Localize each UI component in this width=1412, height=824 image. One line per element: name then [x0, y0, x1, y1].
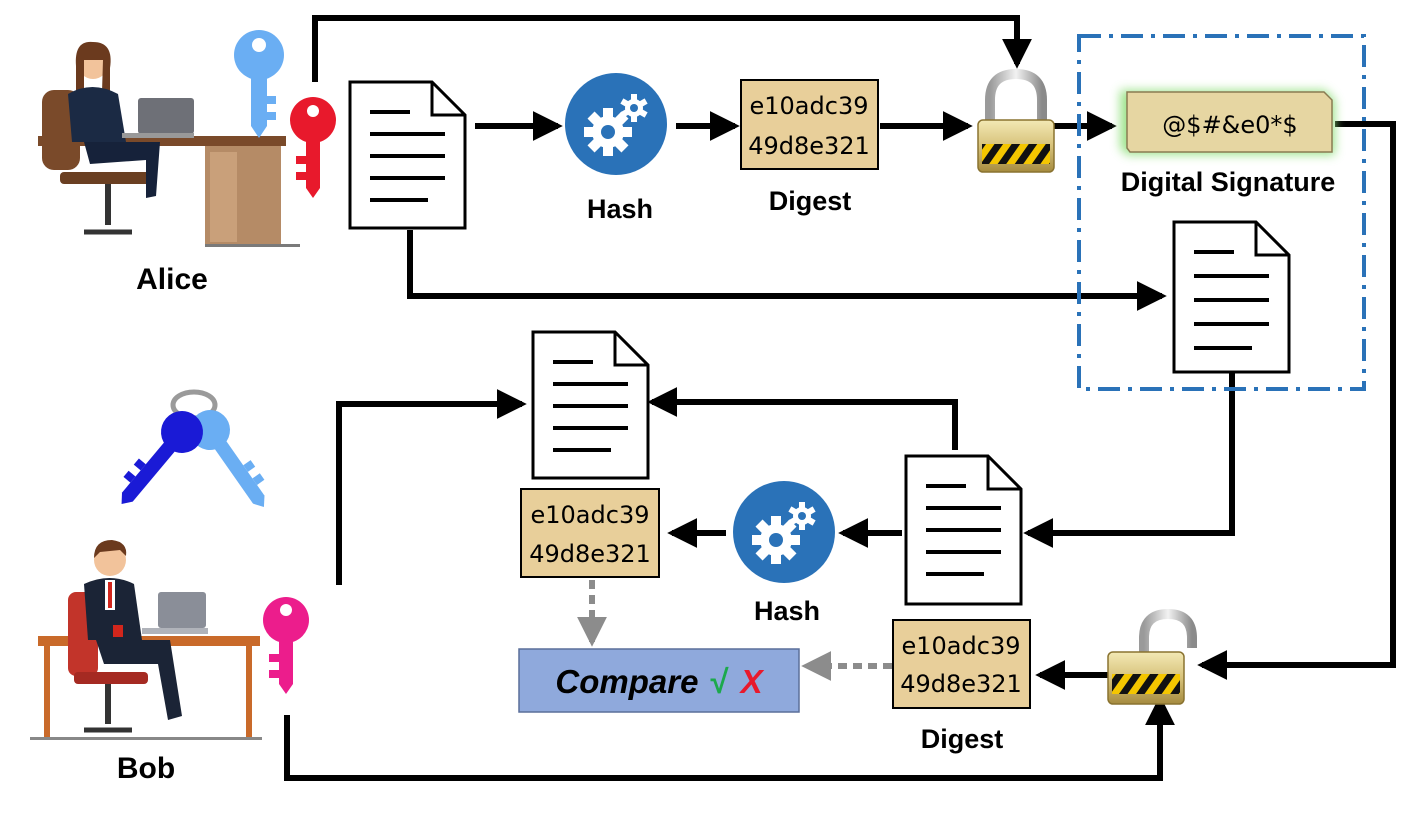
- arrow-doc-to-signed-doc: [407, 230, 1167, 311]
- digest-decrypted-line2: 49d8e321: [900, 670, 1022, 698]
- alice-figure: [38, 41, 300, 247]
- svg-text:Compare√X: Compare √ X: [555, 663, 764, 700]
- bob-keyring-icon: [121, 389, 265, 508]
- digest-top-line1: e10adc39: [750, 92, 869, 120]
- digest-box-top: e10adc39 49d8e321: [740, 79, 879, 170]
- flow-arrows: [284, 15, 1396, 781]
- alice-legs: [84, 142, 160, 198]
- cross-mark-icon: X: [739, 663, 765, 700]
- alice-desk-top: [38, 136, 286, 146]
- alice-chair-seat: [60, 172, 150, 184]
- hash-label-bottom: Hash: [754, 596, 820, 626]
- digital-signature-tag: @$#&e0*$: [1120, 90, 1335, 155]
- alice-hair: [75, 41, 111, 92]
- alice-private-key-icon: [290, 97, 336, 198]
- arrow-bob-key-to-unlock: [284, 695, 1175, 781]
- bob-desk-leg-right: [246, 646, 252, 738]
- arrow-signature-to-unlock: [1197, 121, 1396, 680]
- arrow-alice-key-to-lock: [312, 15, 1032, 82]
- bob-public-key-icon: [263, 597, 309, 694]
- arrow-bob-doc-to-top-doc: [647, 387, 958, 450]
- alice-desk-leg: [205, 244, 300, 247]
- compare-label: Compare: [555, 663, 698, 700]
- alice-laptop-base: [122, 133, 194, 138]
- hash-gear-icon-bottom: [733, 481, 835, 583]
- document-icon-bob-received: [904, 454, 1023, 606]
- alice-body: [68, 87, 126, 142]
- compare-arrows: [577, 580, 892, 681]
- arrow-signed-doc-to-bob-doc: [1023, 372, 1235, 548]
- signed-message-box: [1077, 34, 1366, 391]
- alice-label: Alice: [136, 263, 208, 296]
- digital-signature-label: Digital Signature: [1121, 167, 1336, 197]
- bob-figure: [30, 540, 262, 740]
- digest-label-top: Digest: [769, 186, 852, 216]
- digest-computed-line1: e10adc39: [531, 501, 650, 529]
- digest-label-bottom: Digest: [921, 724, 1004, 754]
- bob-head: [94, 544, 126, 576]
- bob-label: Bob: [117, 752, 175, 785]
- document-icon-signed: [1172, 220, 1291, 374]
- digest-decrypted-line1: e10adc39: [902, 632, 1021, 660]
- bob-legs: [96, 640, 182, 720]
- unlock-icon: [1107, 608, 1197, 705]
- arrow-bob-to-document: [336, 389, 527, 585]
- hash-gear-icon-top: [565, 73, 667, 175]
- digest-box-bob-decrypted: e10adc39 49d8e321: [892, 619, 1031, 709]
- digest-computed-line2: 49d8e321: [529, 540, 651, 568]
- lock-icon: [977, 68, 1055, 173]
- alice-desk-drawer-face: [210, 152, 237, 242]
- signature-value: @$#&e0*$: [1162, 111, 1297, 139]
- alice-public-key-icon: [234, 30, 284, 138]
- bob-desk-floor: [30, 737, 262, 740]
- compare-box: Compare √ X: [518, 648, 800, 713]
- bob-chair-seat: [74, 672, 148, 684]
- bob-laptop-base: [142, 628, 208, 634]
- document-icon-bob-reference: [531, 330, 650, 480]
- document-icon-alice: [348, 80, 467, 230]
- bob-tie: [108, 582, 112, 608]
- digest-box-bob-computed: e10adc39 49d8e321: [520, 488, 660, 578]
- bob-desk-leg-left: [44, 646, 50, 738]
- digest-top-line2: 49d8e321: [748, 132, 870, 160]
- check-mark-icon: √: [708, 663, 729, 700]
- bob-laptop-screen: [158, 592, 206, 628]
- hash-label-top: Hash: [587, 194, 653, 224]
- bob-hair: [94, 540, 127, 558]
- alice-laptop-screen: [138, 98, 194, 134]
- bob-mug: [113, 625, 123, 637]
